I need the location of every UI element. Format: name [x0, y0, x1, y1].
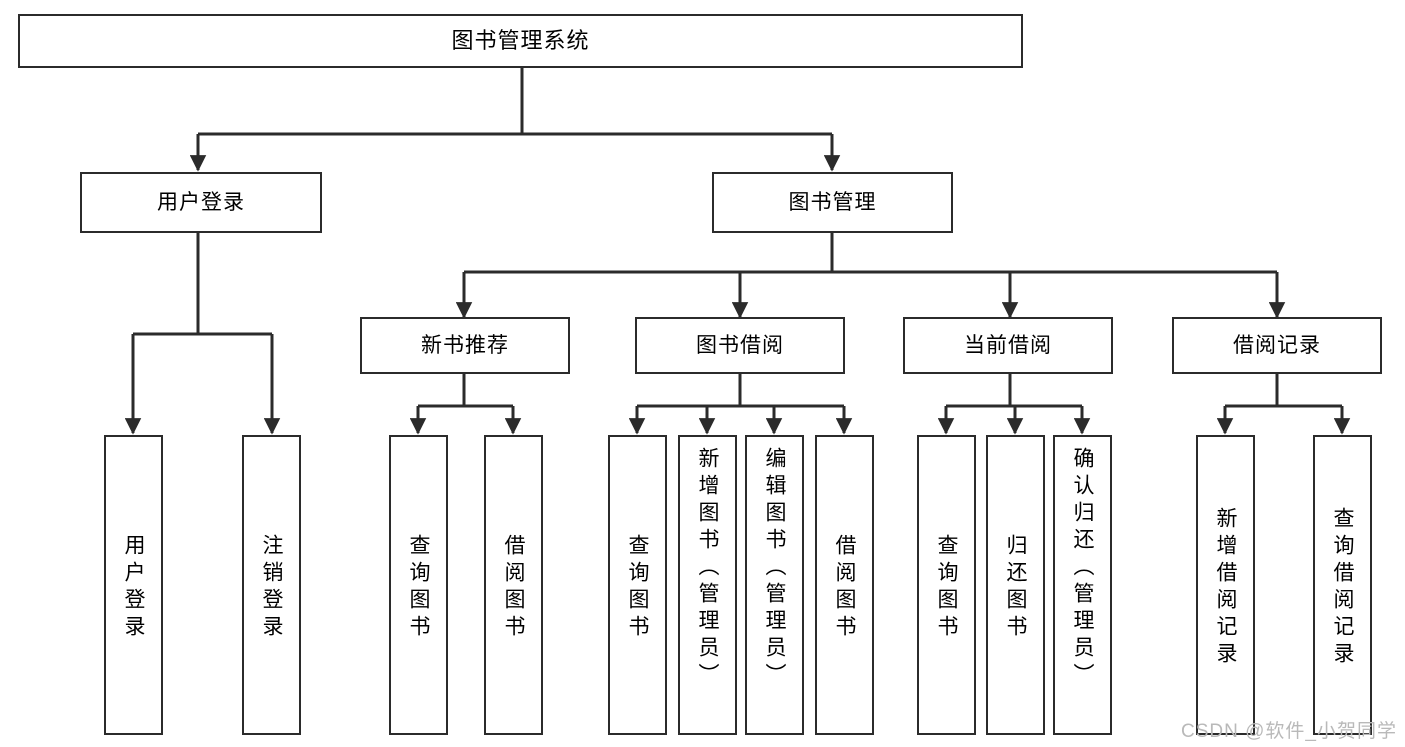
node-new-book-recommend-label: 新书推荐	[421, 333, 509, 357]
node-book-borrow[interactable]: 图书借阅	[635, 317, 845, 374]
node-borrow-records-label: 借阅记录	[1233, 333, 1321, 357]
leaf-borrow-borrow-book[interactable]: 借阅图书	[815, 435, 874, 735]
leaf-borrow-edit-book[interactable]: 编辑图书（管理员）	[745, 435, 804, 735]
leaf-logout-label: 注销登录	[260, 534, 283, 642]
leaf-current-return-book-label: 归还图书	[1004, 534, 1027, 642]
leaf-borrow-edit-book-label: 编辑图书（管理员）	[763, 447, 786, 690]
leaf-user-login-label: 用户登录	[122, 534, 145, 642]
leaf-records-add-record-label: 新增借阅记录	[1214, 507, 1237, 669]
leaf-records-query-record[interactable]: 查询借阅记录	[1313, 435, 1372, 735]
leaf-user-login[interactable]: 用户登录	[104, 435, 163, 735]
leaf-current-confirm-return-label: 确认归还（管理员）	[1071, 447, 1094, 690]
leaf-borrow-add-book[interactable]: 新增图书（管理员）	[678, 435, 737, 735]
node-current-borrow-label: 当前借阅	[964, 333, 1052, 357]
leaf-borrow-query-book-label: 查询图书	[626, 534, 649, 642]
node-book-manage-label: 图书管理	[788, 190, 877, 214]
leaf-current-query-book-label: 查询图书	[935, 534, 958, 642]
node-new-book-recommend[interactable]: 新书推荐	[360, 317, 570, 374]
node-root[interactable]: 图书管理系统	[18, 14, 1023, 68]
leaf-borrow-add-book-label: 新增图书（管理员）	[696, 447, 719, 690]
node-current-borrow[interactable]: 当前借阅	[903, 317, 1113, 374]
leaf-records-add-record[interactable]: 新增借阅记录	[1196, 435, 1255, 735]
leaf-records-query-record-label: 查询借阅记录	[1331, 507, 1354, 669]
leaf-current-confirm-return[interactable]: 确认归还（管理员）	[1053, 435, 1112, 735]
node-book-borrow-label: 图书借阅	[696, 333, 784, 357]
node-book-manage[interactable]: 图书管理	[712, 172, 953, 233]
leaf-logout[interactable]: 注销登录	[242, 435, 301, 735]
leaf-newbook-borrow-book[interactable]: 借阅图书	[484, 435, 543, 735]
node-user-login-label: 用户登录	[157, 190, 245, 214]
leaf-newbook-borrow-book-label: 借阅图书	[502, 534, 525, 642]
leaf-current-query-book[interactable]: 查询图书	[917, 435, 976, 735]
leaf-newbook-query-book-label: 查询图书	[407, 534, 430, 642]
node-user-login[interactable]: 用户登录	[80, 172, 322, 233]
leaf-borrow-borrow-book-label: 借阅图书	[833, 534, 856, 642]
leaf-current-return-book[interactable]: 归还图书	[986, 435, 1045, 735]
leaf-newbook-query-book[interactable]: 查询图书	[389, 435, 448, 735]
node-borrow-records[interactable]: 借阅记录	[1172, 317, 1382, 374]
node-root-label: 图书管理系统	[451, 27, 590, 53]
csdn-watermark: CSDN @软件_小贺同学	[1181, 721, 1397, 742]
leaf-borrow-query-book[interactable]: 查询图书	[608, 435, 667, 735]
